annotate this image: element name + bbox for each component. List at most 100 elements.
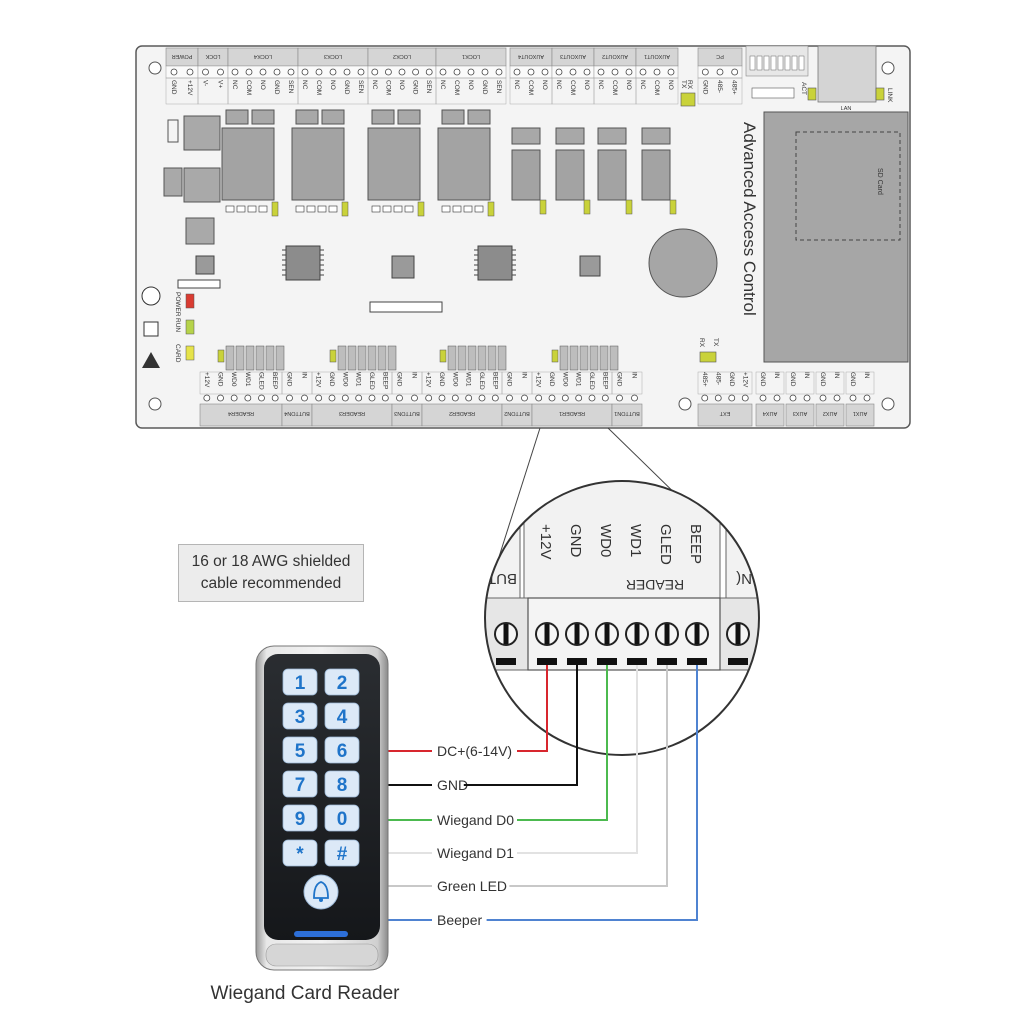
button1-header-label-bg [611,403,643,427]
terminal-wire-hole [687,658,707,665]
lock3-screw [301,68,309,76]
lock1-pin-label: GND [481,80,488,95]
lock1-pin-label: NO [467,80,474,90]
smd-part [404,205,414,213]
reader4-pin-label: WD0 [230,372,237,387]
reader4-screw [258,394,265,402]
pc-header-label: PC [716,53,724,59]
button4-screw [286,394,293,402]
lock3-header-label: LOCK3 [324,53,342,59]
smd-part [474,205,484,213]
keypad-key [282,770,318,798]
reader-component [245,345,255,371]
auxout2-screw [611,68,619,76]
lock-screw [202,68,209,76]
reader-component [265,345,275,371]
terminal-screw-slot [604,624,610,644]
lock2-screw [384,68,392,76]
small-ic [579,255,601,277]
reader-component [357,345,367,371]
auxout2-screw [597,68,605,76]
reader3-pin-label: WD1 [355,372,362,387]
status-led-label: POWER [174,292,181,317]
reader2-screw [465,394,473,402]
zoom-pin-label: GND [567,524,584,558]
board-title: Advanced Access Control [740,122,759,316]
smd-part [225,205,235,213]
fuse [167,119,179,143]
reader1-pin-label: GLED [588,372,595,390]
smd-part [317,205,327,213]
smd-part [295,205,305,213]
reader2-header-label: READER2 [449,410,475,416]
sd-card-module [763,111,909,363]
reader-component [255,345,265,371]
zoom-left-fragment: BUT [487,570,517,587]
lock2-screw [398,68,406,76]
aux4-pin-label: IN [773,372,780,379]
smd-part [236,205,246,213]
button4-pin-label: GND [286,372,293,387]
button4-header-label: BUTTON4 [284,410,310,416]
reader-led [439,349,447,363]
lock2-header-label: LOCK2 [393,53,411,59]
zoom-pin-label: +12V [537,524,554,559]
status-indicator-light [294,931,348,937]
lock-relay [291,127,345,201]
reader3-screw [328,394,336,402]
pc-screw [701,68,709,76]
aux3-header-label: AUX3 [793,410,807,416]
lock2-pin-label: NO [398,80,405,90]
aux-led [625,199,633,215]
auxout1-screw [653,68,661,76]
link-led [875,87,885,101]
reader3-screw [341,394,349,402]
aux1-screw [863,394,871,402]
wire-label: Green LED [437,878,507,894]
act-led [807,87,817,101]
auxout3-screw [569,68,577,76]
auxout2-pin-label: NC [597,80,604,90]
button2-pin-label: GND [506,372,513,387]
keypad-key-label: 7 [295,775,306,796]
terminal-wire-hole [627,658,647,665]
ext-rx-label: RX [698,338,705,348]
reader-component [599,345,609,371]
wire-gnd [520,665,578,786]
aux1-header-label-bg [845,403,875,427]
bell-clapper [319,898,323,902]
pc-pin-label: GND [701,80,708,95]
reader-component [559,345,569,371]
aux3-pin-box [785,371,815,395]
lock1-pin-box [435,77,507,105]
pin-header [369,301,443,313]
mount-hole [148,397,162,411]
keypad-key-label: 8 [337,775,348,796]
lock-relay [437,127,491,201]
lock2-pin-label: GND [412,80,419,95]
aux-relay [511,149,541,201]
reader-component [589,345,599,371]
aux1-pin-box [845,371,875,395]
reader-component [235,345,245,371]
lock1-pin-label: COM [453,80,460,95]
keypad-key [282,839,318,867]
terminal-screw-slot [574,624,580,644]
reader-component [457,345,467,371]
lan-port [817,45,877,103]
microcontroller [285,245,321,281]
reader-component [579,345,589,371]
link-label: LINK [886,88,893,103]
reader2-pin-label: BEEP [491,372,498,389]
terminal-wire-hole [567,658,587,665]
keypad-key [324,736,360,764]
lock-led [417,201,425,217]
reader2-pin-label: WD1 [465,372,472,387]
ext-pin-box [697,371,753,395]
reader-component [337,345,347,371]
